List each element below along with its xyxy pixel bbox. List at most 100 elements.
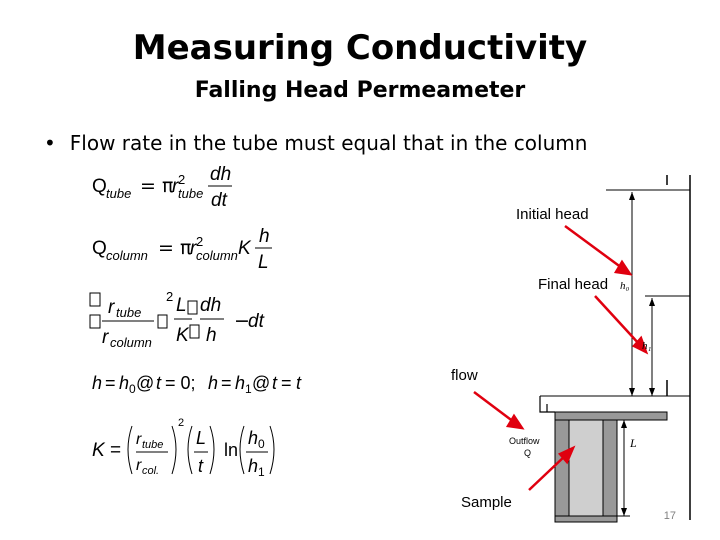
svg-text:h: h (248, 428, 258, 448)
initial-head-arrow (564, 224, 623, 270)
flow-arrowhead (505, 413, 525, 430)
h1-arrow-top (649, 298, 655, 306)
svg-text:tube: tube (106, 186, 131, 201)
initial-head-arrowhead (613, 259, 633, 276)
svg-text:=: = (221, 373, 232, 393)
svg-text:= π: = π (140, 175, 173, 197)
final-head-label: Final head (538, 276, 609, 293)
svg-text:h: h (248, 456, 258, 476)
equation-q-tube-svg: Q tube = π r 2 tube dh dt (92, 164, 232, 211)
h0-arrow-top (629, 192, 635, 200)
svg-text:h: h (206, 325, 217, 346)
svg-text:t: t (156, 373, 162, 393)
column-left-wall (554, 419, 570, 517)
equation-k-svg: K = r tube r col. 2 L t ln h 0 h 1 (92, 417, 275, 479)
svg-text:h: h (92, 373, 102, 393)
slide-subtitle: Falling Head Permeameter (194, 78, 526, 103)
initial-head-label: Initial head (516, 206, 589, 223)
equation-q-tube: Q tube = π r 2 tube dh dt (92, 162, 252, 218)
sample-arrow (528, 454, 567, 491)
svg-text:1: 1 (258, 465, 265, 479)
svg-text:=: = (281, 373, 292, 393)
svg-text:K: K (176, 325, 190, 346)
page-number: 17 (663, 510, 676, 522)
svg-text:−: − (234, 310, 250, 332)
bullet-text: • Flow rate in the tube must equal that i… (44, 131, 587, 155)
svg-text:h: h (119, 373, 129, 393)
sample-core (568, 419, 604, 517)
svg-text:column: column (106, 248, 148, 263)
column-base (554, 515, 618, 523)
svg-text:col.: col. (142, 465, 159, 477)
svg-text:@: @ (252, 373, 270, 393)
svg-text:L: L (258, 252, 269, 273)
L-label: L (630, 436, 637, 450)
svg-text:2: 2 (178, 172, 185, 187)
svg-text:dh: dh (210, 164, 231, 185)
bullet-dot: • (44, 131, 56, 155)
svg-text:column: column (196, 248, 238, 263)
svg-text:K: K (92, 440, 106, 461)
equation-ratio: r tube r column 2 L K dh h − dt (88, 285, 288, 357)
flow-arrow (473, 391, 515, 423)
svg-text:r: r (136, 431, 142, 448)
h0-label: h₀ (620, 280, 630, 292)
svg-text:= 0;: = 0; (165, 373, 196, 393)
svg-text:h: h (208, 373, 218, 393)
h1-label: h₁ (642, 340, 652, 352)
svg-text:Q: Q (92, 238, 107, 259)
svg-text:L: L (196, 428, 206, 448)
svg-text:L: L (176, 295, 187, 316)
L-arrow-bottom (621, 508, 627, 516)
svg-text:=: = (105, 373, 116, 393)
svg-text:tube: tube (178, 186, 203, 201)
svg-text:r: r (172, 176, 179, 197)
column-top-cap (554, 411, 668, 421)
slide-title: Measuring Conductivity (132, 28, 588, 68)
column-right-wall (602, 419, 618, 517)
svg-text:h: h (235, 373, 245, 393)
final-head-arrow (594, 295, 641, 346)
svg-text:t: t (296, 373, 302, 393)
equation-conditions-svg: h = h 0 @ t = 0; h = h 1 @ t = t (92, 373, 302, 396)
svg-text:0: 0 (129, 382, 136, 396)
final-head-arrowhead (631, 335, 649, 355)
svg-text:1: 1 (245, 382, 252, 396)
equation-q-column-svg: Q column = π r 2 column K h L (92, 226, 272, 273)
svg-text:= π: = π (158, 237, 191, 259)
bullet-label: Flow rate in the tube must equal that in… (69, 131, 588, 155)
svg-text:r: r (136, 457, 142, 474)
svg-text:tube: tube (116, 305, 141, 320)
L-arrow-top (621, 420, 627, 428)
svg-text:r: r (102, 327, 109, 348)
svg-text:0: 0 (258, 437, 265, 451)
svg-text:=: = (110, 440, 121, 461)
sample-label: Sample (461, 494, 512, 511)
svg-text:dt: dt (248, 311, 265, 332)
h0-arrow-bottom (629, 388, 635, 396)
svg-text:t: t (272, 373, 278, 393)
svg-text:ln: ln (224, 440, 238, 460)
equation-q-column: Q column = π r 2 column K h L (92, 222, 292, 282)
sample-arrowhead (557, 445, 576, 465)
svg-text:r: r (108, 297, 115, 318)
svg-text:dt: dt (211, 190, 228, 211)
svg-text:K: K (238, 238, 252, 259)
svg-text:r: r (190, 238, 197, 259)
svg-text:2: 2 (178, 417, 184, 429)
svg-text:t: t (198, 456, 204, 476)
equation-conditions: h = h 0 @ t = 0; h = h 1 @ t = t (92, 370, 332, 404)
outflow-pipe (539, 396, 555, 413)
equation-k: K = r tube r col. 2 L t ln h 0 h 1 (88, 414, 298, 490)
svg-text:Q: Q (92, 176, 107, 197)
svg-text:@: @ (136, 373, 154, 393)
svg-text:2: 2 (166, 289, 173, 304)
svg-text:tube: tube (142, 439, 163, 451)
svg-text:h: h (259, 226, 270, 247)
svg-text:column: column (110, 335, 152, 350)
outflow-label: Outflow (509, 436, 540, 446)
flow-label: flow (451, 367, 478, 384)
equation-ratio-svg: r tube r column 2 L K dh h − dt (89, 289, 265, 350)
outflow-q-label: Q (524, 448, 532, 458)
